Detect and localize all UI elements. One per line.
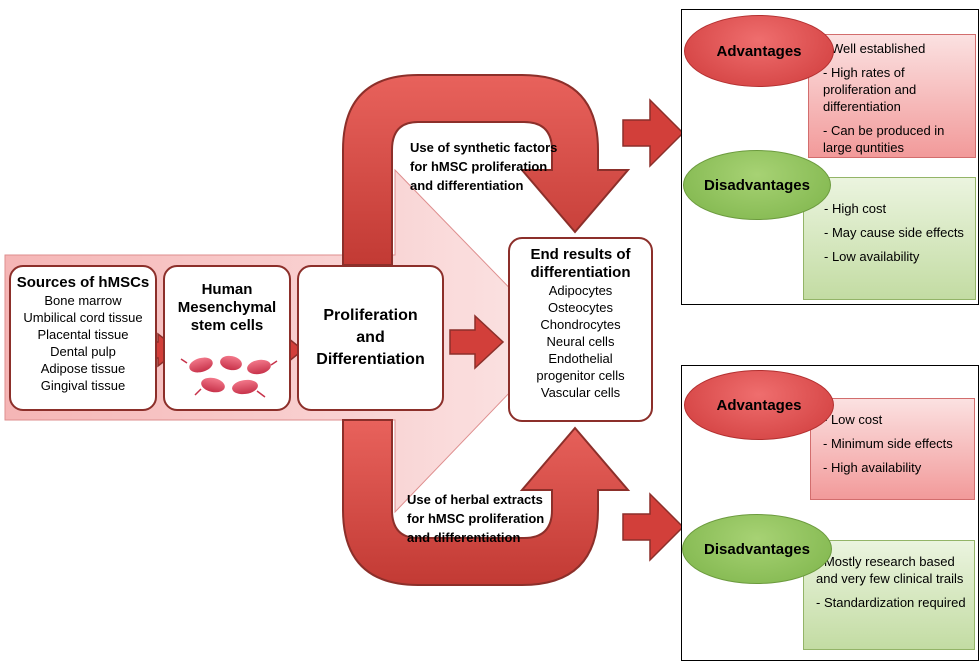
- source-item: Adipose tissue: [40, 361, 126, 376]
- hmsc-title-line: Human: [201, 281, 253, 298]
- result-item: Vascular cells: [540, 385, 621, 400]
- disadvantage-item: - May cause side effects: [824, 225, 964, 240]
- disadvantages-oval: Disadvantages: [682, 514, 832, 584]
- herbal-label-line: and differentiation: [407, 530, 521, 545]
- advantage-item: - High availability: [823, 460, 922, 475]
- advantage-item: - Minimum side effects: [823, 436, 953, 451]
- arrow-to-synthetic-panel: [622, 98, 685, 168]
- arrow-process-to-results: [449, 314, 505, 370]
- synthetic-advantages-list: - Well established - High rates of proli…: [808, 34, 976, 158]
- synthetic-label-line: for hMSC proliferation: [410, 159, 548, 174]
- results-title-line: End results of: [530, 246, 631, 263]
- source-item: Placental tissue: [37, 327, 129, 342]
- herbal-label-line: for hMSC proliferation: [407, 511, 545, 526]
- synthetic-uturn-arrow: [342, 74, 631, 266]
- synthetic-path-label: Use of synthetic factors for hMSC prolif…: [410, 138, 610, 195]
- stem-cells-illustration: [180, 355, 278, 398]
- advantage-item: - Low cost: [823, 412, 883, 427]
- advantage-item: - Well established: [823, 41, 926, 56]
- herbal-advantages-list: - Low cost - Minimum side effects - High…: [810, 398, 975, 500]
- source-item: Dental pulp: [50, 344, 116, 359]
- synthetic-disadvantages-list: - High cost - May cause side effects - L…: [803, 177, 976, 300]
- proliferation-box: Proliferation and Differentiation: [297, 265, 444, 411]
- process-line: Proliferation: [323, 307, 418, 324]
- advantage-item: - Can be produced in large quntities: [823, 123, 945, 155]
- advantage-item: - High rates of proliferation and differ…: [823, 65, 917, 114]
- source-item: Gingival tissue: [40, 378, 126, 393]
- herbal-path-label: Use of herbal extracts for hMSC prolifer…: [407, 490, 607, 547]
- process-line: and: [356, 329, 385, 346]
- result-item: Adipocytes: [548, 283, 613, 298]
- results-box: End results of differentiation Adipocyte…: [508, 237, 653, 422]
- arrow-to-herbal-panel: [622, 492, 685, 562]
- synthetic-label-line: and differentiation: [410, 178, 524, 193]
- disadvantage-item: - Standardization required: [816, 595, 966, 610]
- synthetic-comparison-panel: - Well established - High rates of proli…: [681, 9, 979, 305]
- source-item: Umbilical cord tissue: [23, 310, 143, 325]
- synthetic-label-line: Use of synthetic factors: [410, 140, 558, 155]
- source-item: Bone marrow: [44, 293, 122, 308]
- process-line: Differentiation: [316, 351, 425, 368]
- sources-title: Sources of hMSCs: [16, 274, 150, 291]
- result-item: Neural cells: [546, 334, 615, 349]
- herbal-comparison-panel: - Low cost - Minimum side effects - High…: [681, 365, 979, 661]
- result-item: progenitor cells: [536, 368, 625, 383]
- hmsc-box: Human Mesenchymal stem cells: [163, 265, 291, 411]
- result-item: Osteocytes: [547, 300, 614, 315]
- herbal-uturn-arrow: [342, 419, 631, 586]
- sources-box: Sources of hMSCs Bone marrow Umbilical c…: [9, 265, 157, 411]
- advantages-oval: Advantages: [684, 15, 834, 87]
- disadvantages-oval: Disadvantages: [683, 150, 831, 220]
- disadvantage-item: - Mostly research based and very few cli…: [816, 554, 964, 586]
- herbal-disadvantages-list: - Mostly research based and very few cli…: [803, 540, 975, 650]
- advantages-oval: Advantages: [684, 370, 834, 440]
- result-item: Endothelial: [548, 351, 613, 366]
- disadvantage-item: - Low availability: [824, 249, 920, 264]
- results-title-line: differentiation: [530, 264, 631, 281]
- herbal-label-line: Use of herbal extracts: [407, 492, 543, 507]
- disadvantage-item: - High cost: [824, 201, 887, 216]
- hmsc-title-line: Mesenchymal: [177, 299, 277, 316]
- hmsc-title-line: stem cells: [190, 317, 264, 334]
- result-item: Chondrocytes: [540, 317, 621, 332]
